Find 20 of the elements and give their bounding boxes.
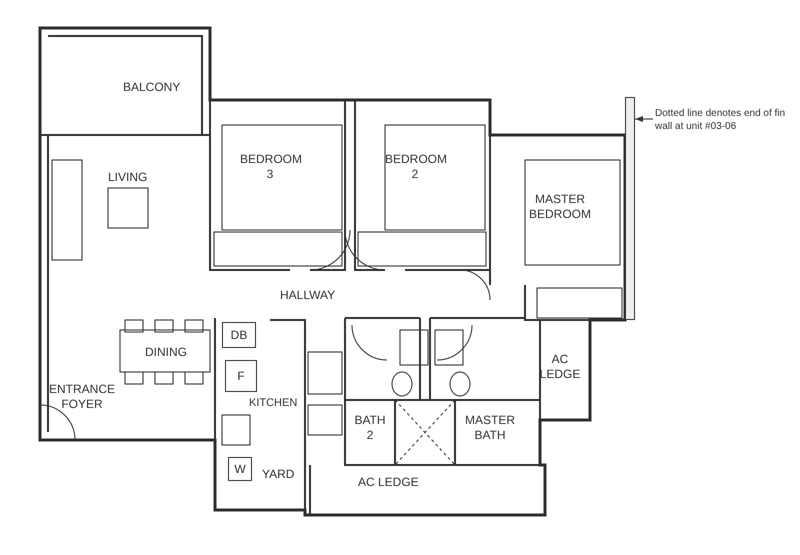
appliance-box: F: [225, 360, 257, 392]
room-label: ENTRANCE FOYER: [48, 382, 116, 412]
room-label: YARD: [262, 467, 294, 482]
room-label: BALCONY: [123, 80, 180, 95]
room-label: AC LEDGE: [538, 352, 582, 382]
room-label: LIVING: [108, 170, 148, 185]
fin-wall: [625, 97, 635, 320]
leader-line: [634, 116, 654, 122]
room-label: AC LEDGE: [358, 475, 419, 490]
room-label: KITCHEN: [249, 396, 298, 411]
room-label: MASTER BATH: [464, 413, 516, 443]
room-label: BATH 2: [353, 413, 387, 443]
room-label: HALLWAY: [280, 288, 336, 303]
room-label: DINING: [145, 345, 187, 360]
room-label: BEDROOM 3: [240, 152, 300, 182]
appliance-box: W: [228, 457, 252, 481]
note-text: Dotted line denotes end of fin wall at unit #03-06: [655, 107, 800, 139]
appliance-box: DB: [222, 322, 256, 348]
room-label: MASTER BEDROOM: [528, 192, 592, 222]
room-label: BEDROOM 2: [385, 152, 445, 182]
